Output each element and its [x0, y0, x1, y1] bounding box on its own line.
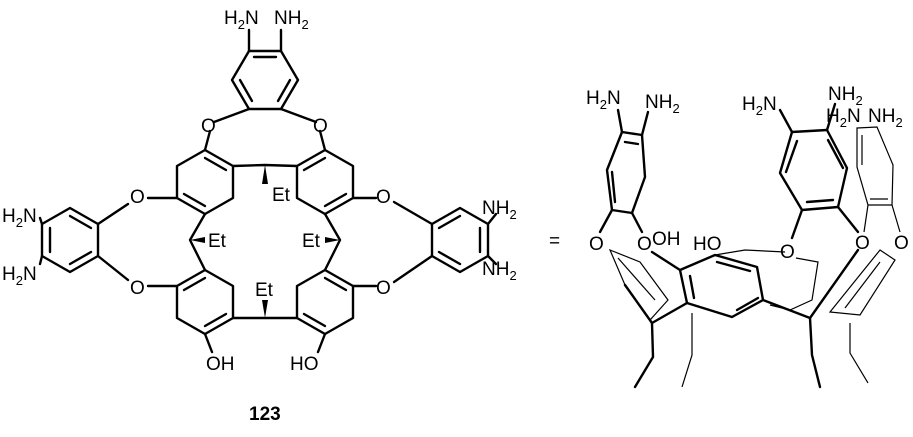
- lower-left-ring: [146, 268, 235, 354]
- hydroxyl-label: OH: [652, 229, 681, 250]
- amine-label: H2N: [2, 206, 37, 230]
- equals-sign: =: [549, 231, 560, 252]
- oxygen-label: O: [130, 278, 145, 299]
- oxygen-label: O: [376, 187, 391, 208]
- hydroxyl-label: OH: [206, 354, 235, 375]
- ethyl-label: Et: [208, 231, 227, 252]
- amine-label: H2N: [826, 106, 861, 130]
- compound-number: 123: [249, 404, 281, 425]
- upper-left-ring: [146, 129, 235, 216]
- upper-right-ring: [295, 129, 378, 216]
- amine-label: H2N: [224, 8, 259, 32]
- amine-label: NH2: [645, 92, 680, 116]
- left-diamine-ring: [38, 202, 130, 282]
- amine-label: H2N: [742, 94, 777, 118]
- right-diamine-ring: [392, 200, 498, 284]
- oxygen-label: O: [637, 234, 652, 255]
- oxygen-label: O: [589, 234, 604, 255]
- top-diamine-ring: [212, 28, 318, 124]
- oxygen-label: O: [376, 278, 391, 299]
- ethyl-label: Et: [272, 185, 291, 206]
- amine-label: NH2: [482, 198, 517, 222]
- flat-structure: H2N NH2 H2N H2N NH2 NH2 O O O O O O Et E…: [2, 8, 517, 425]
- oxygen-label: O: [780, 242, 795, 263]
- hydroxyl-label: HO: [693, 234, 722, 255]
- amine-label: NH2: [828, 84, 863, 108]
- oxygen-label: O: [855, 233, 870, 254]
- oxygen-label: O: [201, 116, 216, 137]
- oxygen-label: O: [313, 116, 328, 137]
- methylene-bridges: [188, 163, 342, 320]
- amine-label: H2N: [586, 88, 621, 112]
- amine-label: NH2: [482, 259, 517, 283]
- ethyl-label: Et: [255, 280, 274, 301]
- hydroxyl-label: HO: [290, 354, 319, 375]
- amine-label: NH2: [868, 106, 903, 130]
- oxygen-label: O: [130, 187, 145, 208]
- lower-right-ring: [295, 268, 378, 354]
- ethyl-label: Et: [302, 231, 321, 252]
- amine-label: NH2: [274, 8, 309, 32]
- amine-label: H2N: [2, 264, 37, 288]
- oxygen-label: O: [894, 233, 909, 254]
- cone-conformer-structure: H2N NH2 H2N NH2 H2N NH2 O O OH HO O O O: [586, 84, 909, 389]
